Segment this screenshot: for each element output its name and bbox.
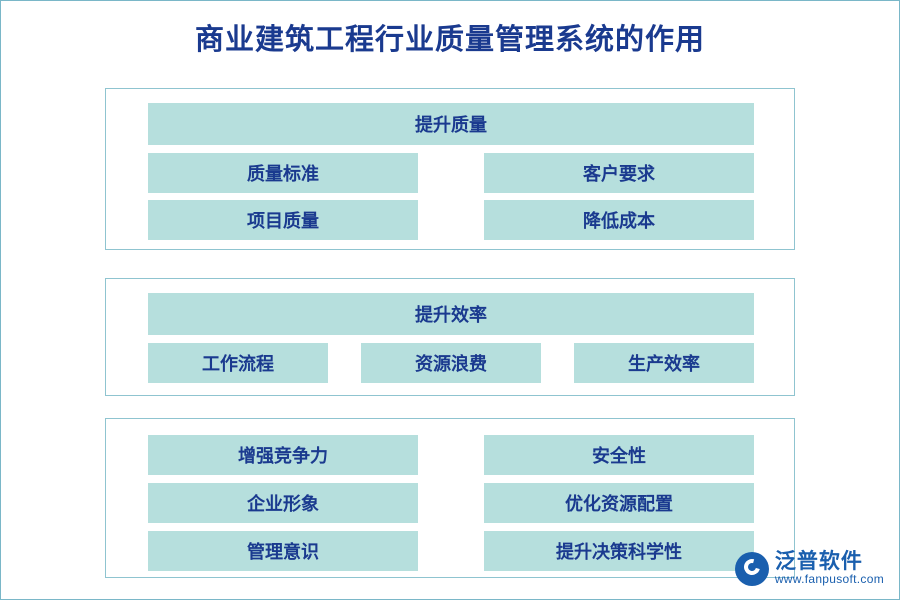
group-1-header: 提升质量 [148, 103, 754, 145]
group-3-item-2: 安全性 [484, 435, 754, 475]
group-1-item-4: 降低成本 [484, 200, 754, 240]
group-benefits: 增强竞争力 安全性 企业形象 优化资源配置 管理意识 提升决策科学性 [105, 418, 795, 578]
logo-url: www.fanpusoft.com [774, 572, 884, 587]
group-3-item-1: 增强竞争力 [148, 435, 418, 475]
group-2-item-2: 资源浪费 [361, 343, 541, 383]
group-efficiency: 提升效率 工作流程 资源浪费 生产效率 [105, 278, 795, 396]
group-2-item-1: 工作流程 [148, 343, 328, 383]
logo-text: 泛普软件 www.fanpusoft.com [775, 551, 884, 586]
group-3-item-4: 优化资源配置 [484, 483, 754, 523]
group-3-item-5: 管理意识 [148, 531, 418, 571]
group-3-item-6: 提升决策科学性 [484, 531, 754, 571]
brand-circle-icon [734, 551, 769, 586]
logo-watermark: 泛普软件 www.fanpusoft.com [734, 551, 884, 586]
group-1-item-1: 质量标准 [148, 153, 418, 193]
group-quality: 提升质量 质量标准 客户要求 项目质量 降低成本 [105, 88, 795, 250]
group-2-item-3: 生产效率 [574, 343, 754, 383]
page-title: 商业建筑工程行业质量管理系统的作用 [194, 24, 705, 56]
logo-name: 泛普软件 [774, 550, 863, 574]
group-3-item-3: 企业形象 [148, 483, 418, 523]
group-1-item-2: 客户要求 [484, 153, 754, 193]
group-2-header: 提升效率 [148, 293, 754, 335]
group-1-item-3: 项目质量 [148, 200, 418, 240]
